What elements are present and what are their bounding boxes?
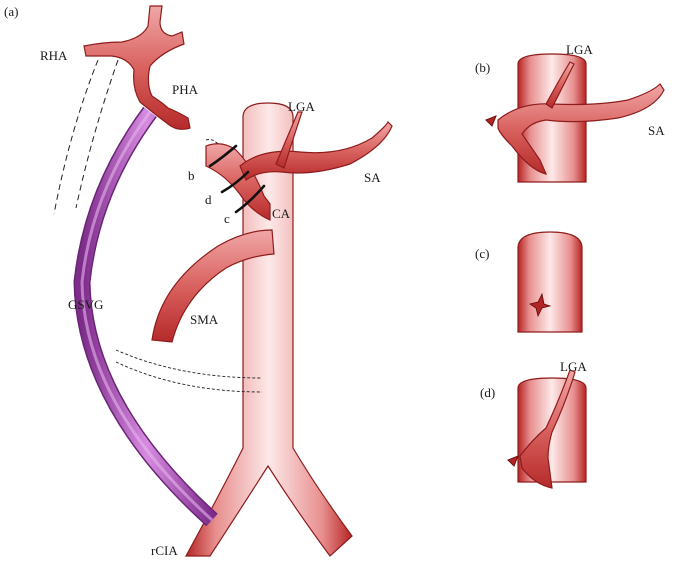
panel-a-label: (a) [4,4,18,19]
panel-c-aorta [517,231,583,333]
dashed-guide-lower-2 [115,361,263,393]
saphenous-vein-graft [73,106,218,527]
label-lga: LGA [288,99,315,114]
label-sa: SA [364,170,381,185]
hepatic-artery [83,5,191,130]
superior-mesenteric-artery [151,229,275,343]
label-rcia: rCIA [151,543,178,558]
panel-d-aorta [507,369,587,489]
panel-b-aorta [485,53,665,183]
label-sma: SMA [190,312,219,327]
label-pha: PHA [172,82,199,97]
panel-d-label: (d) [480,385,495,400]
panel-c-label: (c) [475,246,489,261]
dotted-trace [205,139,219,145]
clip-d [220,170,250,194]
label-gsvg: GSVG [68,297,103,312]
dashed-guide-lower-1 [115,349,263,379]
clip-b [208,144,238,168]
label-ca: CA [272,206,291,221]
celiac-trunk [205,111,393,221]
label-b: b [188,168,195,183]
panel-b-label-lga: LGA [566,42,593,57]
label-rha: RHA [40,48,68,63]
label-c: c [224,211,230,226]
dashed-guide-left-1 [53,59,99,215]
label-d: d [205,192,212,207]
panel-b-label: (b) [475,60,490,75]
panel-b-label-sa: SA [648,123,665,138]
aorta [184,102,353,557]
clip-c [234,184,266,214]
panel-d-label-lga: LGA [560,359,587,374]
